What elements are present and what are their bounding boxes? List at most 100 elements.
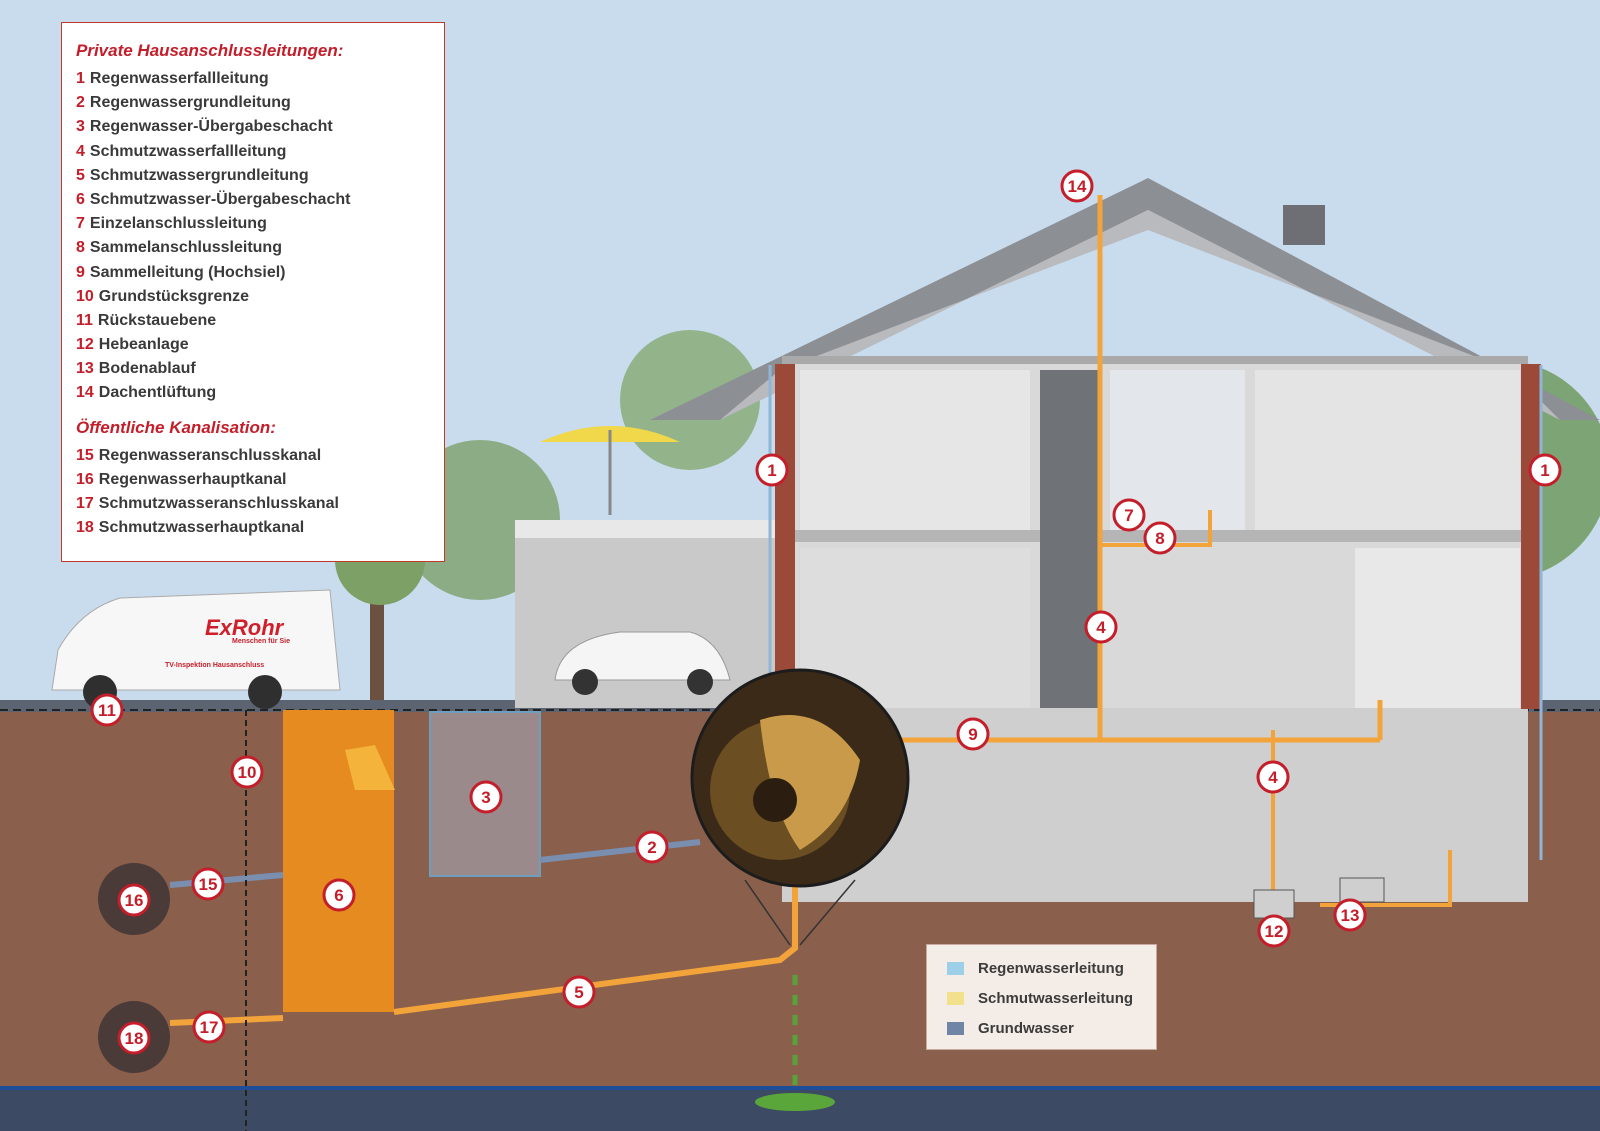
marker-label: 8 <box>1155 529 1164 548</box>
legend-item-label: Rückstauebene <box>97 311 217 329</box>
marker-label: 15 <box>199 875 218 894</box>
marker-label: 16 <box>125 891 144 910</box>
marker-1: 1 <box>755 453 789 487</box>
marker-label: 1 <box>767 461 776 480</box>
marker-4: 4 <box>1084 610 1118 644</box>
marker-7: 7 <box>1112 498 1146 532</box>
marker-label: 3 <box>481 788 490 807</box>
legend-item-number: 3 <box>76 118 85 136</box>
legend-item-number: 6 <box>76 190 85 208</box>
marker-14: 14 <box>1060 169 1094 203</box>
key-label: Schmutwasserleitung <box>978 989 1134 1007</box>
key-swatch-waste <box>947 991 964 1005</box>
marker-6: 6 <box>322 878 356 912</box>
legend-item-number: 11 <box>76 311 93 329</box>
marker-18: 18 <box>117 1021 151 1055</box>
legend-item-label: Sammelanschlussleitung <box>89 239 282 257</box>
marker-label: 12 <box>1265 922 1284 941</box>
marker-label: 17 <box>200 1018 219 1037</box>
marker-label: 7 <box>1124 506 1133 525</box>
marker-5: 5 <box>562 975 596 1009</box>
legend-item-number: 15 <box>76 446 94 464</box>
key-label: Regenwasserleitung <box>978 959 1124 977</box>
marker-1: 1 <box>1528 453 1562 487</box>
legend-item-label: Regenwasseranschlusskanal <box>98 446 322 464</box>
marker-label: 9 <box>968 725 977 744</box>
legend-item-label: Schmutzwasser-Übergabeschacht <box>89 190 351 208</box>
marker-12: 12 <box>1257 914 1291 948</box>
legend-item-label: Bodenablauf <box>98 360 196 378</box>
marker-4: 4 <box>1256 760 1290 794</box>
legend-item-label: Schmutzwasserfallleitung <box>89 142 287 160</box>
legend-item-number: 10 <box>76 287 94 305</box>
legend-item-label: Einzelanschlussleitung <box>89 215 267 233</box>
legend-item-number: 4 <box>76 142 85 160</box>
key-row: Regenwasserleitung <box>947 953 1156 983</box>
marker-9: 9 <box>956 717 990 751</box>
marker-label: 2 <box>647 838 656 857</box>
marker-13: 13 <box>1333 898 1367 932</box>
legend-item-label: Grundstücksgrenze <box>98 287 250 305</box>
legend-item-label: Dachentlüftung <box>98 384 217 402</box>
legend-item-number: 14 <box>76 384 94 402</box>
marker-label: 4 <box>1096 618 1106 637</box>
key-row: Schmutwasserleitung <box>947 983 1156 1013</box>
legend-item-number: 7 <box>76 215 85 233</box>
marker-11: 11 <box>90 693 124 727</box>
marker-label: 13 <box>1341 906 1360 925</box>
legend-item-number: 18 <box>76 519 94 537</box>
legend-item-label: Schmutzwasserhauptkanal <box>98 519 305 537</box>
marker-label: 14 <box>1068 177 1087 196</box>
marker-label: 11 <box>98 701 116 720</box>
marker-label: 4 <box>1268 768 1278 787</box>
legend-item-label: Regenwasser-Übergabeschacht <box>89 118 333 136</box>
legend-item-label: Regenwasserhauptkanal <box>98 470 287 488</box>
marker-label: 10 <box>238 763 257 782</box>
key-label: Grundwasser <box>978 1019 1074 1037</box>
marker-15: 15 <box>191 867 225 901</box>
private-title: Private Hausanschlussleitungen: <box>76 41 344 60</box>
legend-item-number: 1 <box>76 70 85 87</box>
marker-8: 8 <box>1143 521 1177 555</box>
key-swatch-ground <box>947 1021 964 1035</box>
marker-16: 16 <box>117 883 151 917</box>
van-brand: ExRohr <box>205 615 284 640</box>
van-tagline: Menschen für Sie <box>232 638 290 645</box>
marker-17: 17 <box>192 1010 226 1044</box>
pipe-key: Regenwasserleitung Schmutwasserleitung G… <box>926 944 1157 1050</box>
marker-label: 6 <box>334 886 343 905</box>
legend-item-number: 12 <box>76 336 94 354</box>
marker-label: 18 <box>125 1029 144 1048</box>
marker-2: 2 <box>635 830 669 864</box>
legend-item-number: 13 <box>76 360 94 378</box>
marker-3: 3 <box>469 780 503 814</box>
legend-item-number: 16 <box>76 470 94 488</box>
legend-item-number: 9 <box>76 263 85 281</box>
van-service: TV-Inspektion Hausanschluss <box>165 662 265 669</box>
legend-item-label: Regenwasserfallleitung <box>89 70 269 87</box>
legend-item-number: 2 <box>76 94 85 112</box>
marker-label: 1 <box>1540 461 1549 480</box>
legend-item-number: 5 <box>76 166 85 184</box>
legend-item-label: Schmutzwasseranschlusskanal <box>98 495 339 512</box>
legend-item-label: Sammelleitung (Hochsiel) <box>89 263 286 281</box>
legend-item-label: Schmutzwassergrundleitung <box>89 166 309 184</box>
